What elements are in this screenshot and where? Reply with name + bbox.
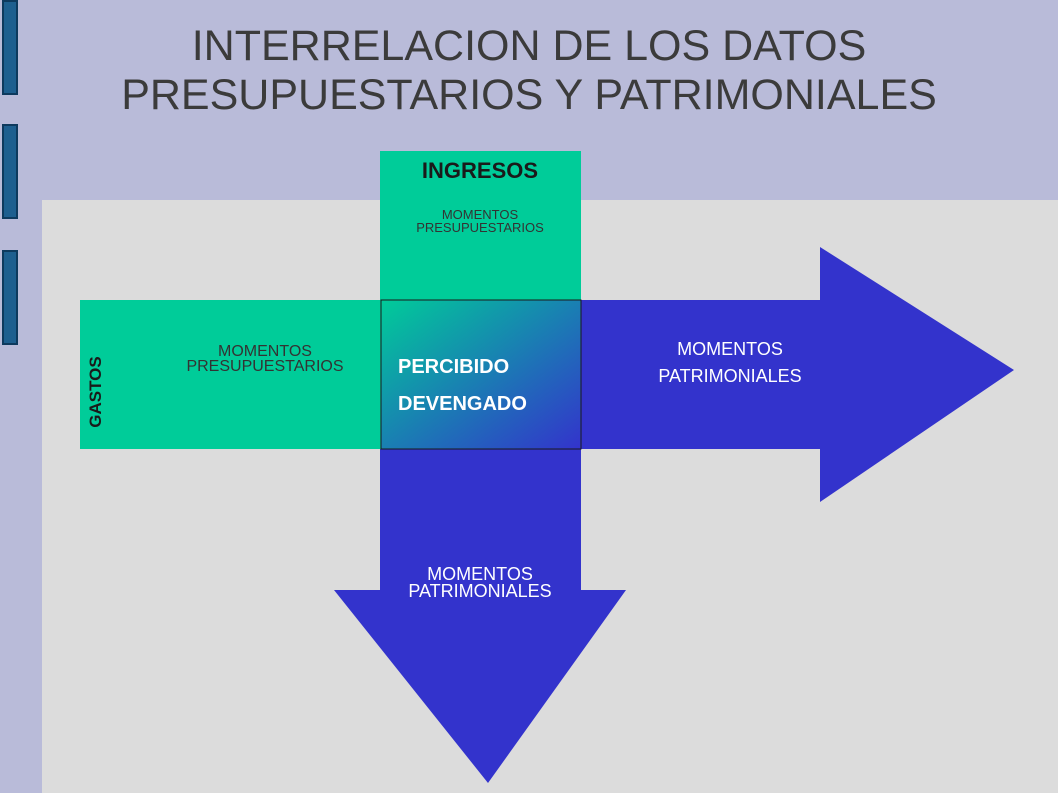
down-arrow-shape	[334, 449, 626, 783]
gastos-momentos-line-1: MOMENTOS	[218, 343, 312, 360]
ingresos-label: INGRESOS	[421, 158, 539, 183]
gastos-block	[80, 300, 381, 449]
down-arrow-label: MOMENTOS PATRIMONIALES	[370, 564, 590, 601]
ingresos-momentos-line-2: PRESUPUESTARIOS	[416, 220, 544, 235]
gastos-label: GASTOS	[86, 356, 105, 428]
side-bar-segment	[2, 250, 18, 345]
devengado-label: DEVENGADO	[398, 393, 527, 415]
right-arrow-line-1: MOMENTOS	[677, 339, 783, 359]
down-arrow-line-1: MOMENTOS	[427, 564, 533, 584]
ingresos-block	[380, 151, 581, 301]
right-arrow-shape	[581, 247, 1014, 502]
gastos-momentos-label: MOMENTOS PRESUPUESTARIOS	[150, 343, 380, 375]
ingresos-momentos-label: MOMENTOS PRESUPUESTARIOS	[380, 208, 580, 234]
title-line-2: PRESUPUESTARIOS Y PATRIMONIALES	[121, 71, 937, 119]
title-line-1: INTERRELACION DE LOS DATOS	[191, 22, 867, 70]
side-bar-segment	[2, 0, 18, 95]
percibido-label: PERCIBIDO	[398, 356, 510, 378]
down-arrow-line-2: PATRIMONIALES	[408, 581, 552, 601]
gastos-momentos-line-2: PRESUPUESTARIOS	[186, 358, 344, 375]
right-arrow-line-2: PATRIMONIALES	[658, 366, 802, 386]
slide-title: INTERRELACION DE LOS DATOS PRESUPUESTARI…	[0, 22, 1058, 120]
center-intersection	[380, 299, 582, 450]
side-bar-segment	[2, 124, 18, 219]
right-arrow-label: MOMENTOS PATRIMONIALES	[615, 336, 845, 390]
ingresos-momentos-line-1: MOMENTOS	[441, 207, 519, 222]
